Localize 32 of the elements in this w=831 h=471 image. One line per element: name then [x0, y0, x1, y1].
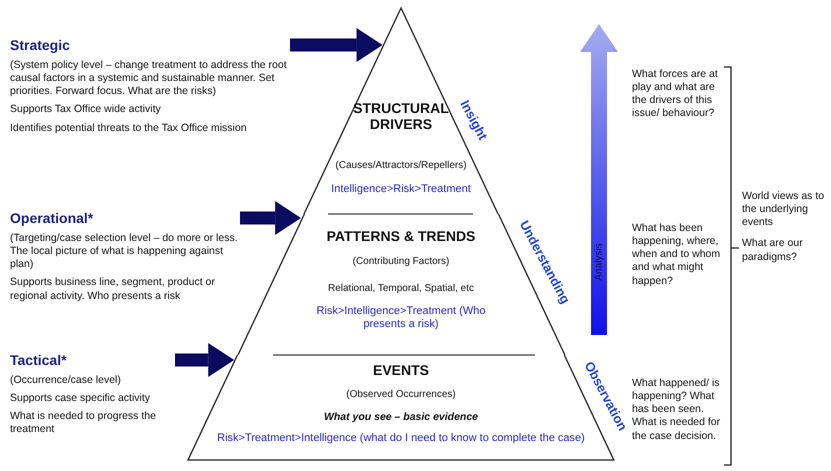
block-arrow	[175, 343, 234, 377]
process-sequence: Intelligence>Risk>Treatment	[331, 183, 471, 196]
question-text: What happened/ is happening? What has been seen. What is needed for the case decision.	[632, 377, 726, 443]
level-title: STRUCTURAL DRIVERS	[352, 100, 450, 132]
question-text: What has been happening, where, when and to whom and what might happen?	[632, 222, 726, 288]
level-description: (Causes/Attractors/Repellers)	[335, 160, 467, 171]
level-title: EVENTS	[372, 362, 429, 378]
note-text: What are our paradigms?	[742, 237, 804, 264]
level-note: What is needed to progress the treatment	[10, 410, 157, 436]
level-heading: Tactical*	[10, 351, 67, 369]
level-description: Relational, Temporal, Spatial, etc	[328, 283, 474, 294]
arrow-label: Analysis	[594, 243, 604, 281]
level-heading: Strategic	[10, 36, 70, 54]
level-title: PATTERNS & TRENDS	[326, 228, 476, 244]
level-description: (Observed Occurrences)	[346, 389, 456, 400]
block-arrow	[240, 201, 302, 235]
pyramid-level	[304, 8, 498, 214]
level-note: (Occurrence/case level)	[10, 374, 122, 388]
question-text: What forces are at play and what are the drivers of this issue/ behaviour?	[632, 68, 726, 120]
level-note: Supports case specific activity	[10, 392, 152, 406]
level-description: What you see – basic evidence	[324, 411, 478, 423]
process-sequence: Risk>Treatment>Intelligence (what do I need to know to complete the case)	[217, 432, 585, 446]
level-note: (System policy level – change treatment to address the root causal factors in a systemic and sustainable manner. Set priorities. Forward focus. What are the risks)	[10, 59, 288, 98]
process-sequence: Risk>Intelligence>Treatment (Who presents a risk)	[316, 305, 486, 332]
level-note: Supports Tax Office wide activity	[10, 103, 162, 116]
level-note: Identifies potential threats to the Tax Office mission	[10, 122, 248, 135]
block-arrow	[290, 28, 383, 62]
note-text: World views as to the underlying events	[742, 190, 826, 230]
level-heading: Operational*	[10, 209, 94, 227]
level-description: (Contributing Factors)	[352, 256, 450, 267]
level-note: Supports business line, segment, product or regional activity. Who presents a risk	[10, 276, 216, 303]
level-note: (Targeting/case selection level – do more or less. The local picture of what is happening against plan)	[10, 232, 239, 272]
